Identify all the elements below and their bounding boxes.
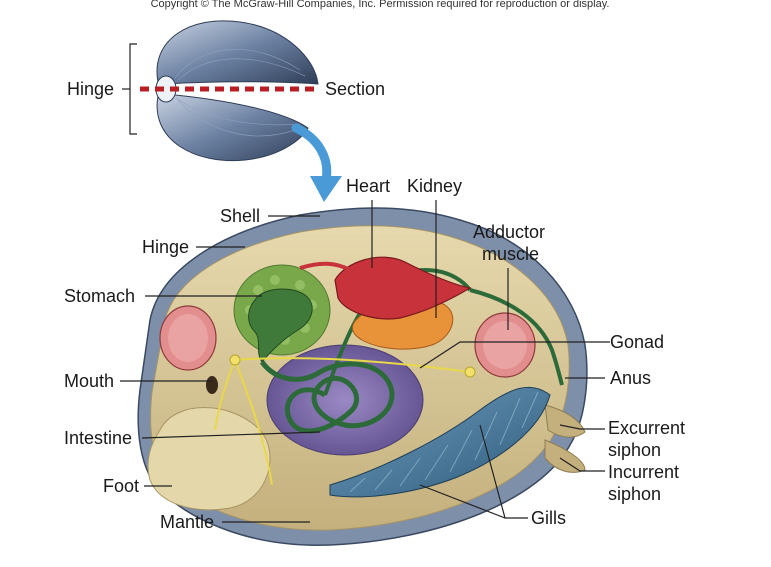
- excurrent-siphon: [544, 404, 586, 438]
- label-excurrent-line2: siphon: [608, 440, 661, 460]
- section-label: Section: [325, 79, 385, 99]
- gills: [329, 386, 551, 498]
- label-adductor-line2: muscle: [482, 244, 539, 264]
- upper-valve: [156, 20, 319, 85]
- arrow-head-icon: [310, 176, 342, 202]
- label-adductor-line1: Adductor: [473, 222, 545, 242]
- label-excurrent-line1: Excurrent: [608, 418, 685, 438]
- label-foot: Foot: [103, 476, 139, 496]
- hinge-bracket: [129, 43, 137, 135]
- visceral-ganglion: [464, 366, 476, 378]
- section-hinge-label: Hinge: [67, 79, 114, 99]
- view-arrow-icon: [291, 123, 332, 185]
- mouth: [206, 376, 218, 394]
- label-gonad: Gonad: [610, 332, 664, 352]
- label-intestine: Intestine: [64, 428, 132, 448]
- section-view: Hinge Section: [67, 20, 385, 202]
- nerves: [214, 357, 471, 486]
- leader-lines: [120, 200, 610, 523]
- lower-valve: [156, 93, 309, 162]
- label-mouth: Mouth: [64, 371, 114, 391]
- anterior-aorta: [299, 261, 351, 272]
- label-incurrent-line2: siphon: [608, 484, 661, 504]
- stomach: [248, 288, 313, 363]
- label-shell: Shell: [220, 206, 260, 226]
- posterior-adductor-muscle: [474, 312, 536, 378]
- label-incurrent-line1: Incurrent: [608, 462, 679, 482]
- label-heart: Heart: [346, 176, 390, 196]
- foot: [147, 407, 271, 511]
- clam-body: [137, 207, 588, 546]
- label-anus: Anus: [610, 368, 651, 388]
- label-mantle: Mantle: [160, 512, 214, 532]
- cerebral-ganglion: [229, 354, 241, 366]
- rectum: [469, 288, 564, 386]
- label-hinge: Hinge: [142, 237, 189, 257]
- incurrent-siphon: [544, 439, 586, 473]
- copyright-text: Copyright © The McGraw-Hill Companies, I…: [151, 0, 610, 10]
- label-kidney: Kidney: [407, 176, 462, 196]
- labels: Shell Hinge Heart Kidney Adductor muscle…: [64, 176, 685, 532]
- label-gills: Gills: [531, 508, 566, 528]
- gill-filaments: [349, 391, 539, 493]
- label-stomach: Stomach: [64, 286, 135, 306]
- anterior-adductor-muscle: [159, 305, 217, 371]
